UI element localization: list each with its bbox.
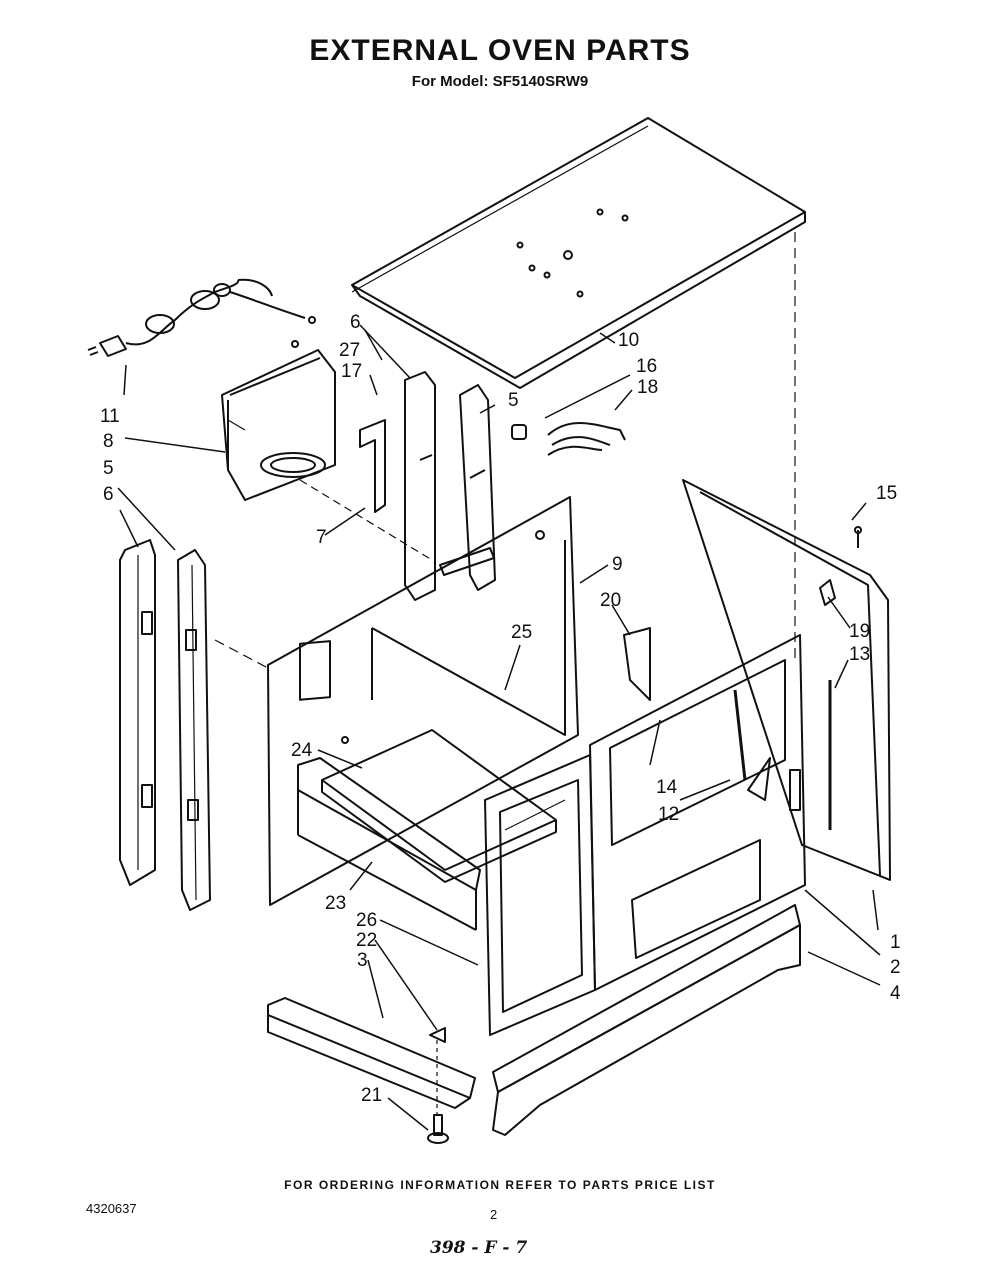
callout-8: 8 xyxy=(103,431,114,452)
leveling-leg-part xyxy=(427,1027,449,1144)
callout-9: 9 xyxy=(612,554,623,575)
callout-15: 15 xyxy=(876,483,897,504)
callout-3: 3 xyxy=(357,950,368,971)
front-channel-part xyxy=(297,757,481,931)
callout-17: 17 xyxy=(341,361,362,382)
switch-and-wire-parts xyxy=(511,422,626,456)
page-title: EXTERNAL OVEN PARTS xyxy=(309,34,691,67)
callout-labels: 1 2 3 4 5 5 6 6 7 8 9 10 11 12 13 14 15 … xyxy=(100,312,901,1106)
callout-4: 4 xyxy=(890,983,901,1004)
callout-6-left: 6 xyxy=(103,484,114,505)
callout-10: 10 xyxy=(618,330,639,351)
document-number: 4320637 xyxy=(86,1201,137,1216)
callout-2: 2 xyxy=(890,957,901,978)
page-number: 2 xyxy=(490,1207,498,1222)
callout-11: 11 xyxy=(100,406,120,427)
callout-13: 13 xyxy=(849,644,870,665)
leader-lines xyxy=(117,324,881,1131)
callout-5-upper: 5 xyxy=(508,390,519,411)
small-bracket-part xyxy=(623,627,651,701)
callout-27: 27 xyxy=(339,340,360,361)
upper-side-rail-parts xyxy=(404,371,496,601)
callout-22: 22 xyxy=(356,930,377,951)
callout-1: 1 xyxy=(890,932,901,953)
callout-14: 14 xyxy=(656,777,678,798)
right-side-panel-part xyxy=(589,634,806,991)
front-frame-part xyxy=(484,754,596,1036)
callout-24: 24 xyxy=(291,740,313,761)
screw-part xyxy=(854,526,862,548)
callout-20: 20 xyxy=(600,590,621,611)
front-base-rail-part xyxy=(492,904,801,1136)
callout-26: 26 xyxy=(356,910,377,931)
callout-19: 19 xyxy=(849,621,870,642)
callout-5-left: 5 xyxy=(103,458,114,479)
left-side-panel-part xyxy=(267,496,579,906)
callout-21: 21 xyxy=(361,1085,382,1106)
left-base-rail-part xyxy=(267,997,476,1109)
oven-bottom-part xyxy=(321,729,557,883)
left-side-rail-parts xyxy=(119,539,269,911)
handwritten-code: 398 - F - 7 xyxy=(430,1238,528,1258)
bracket-part xyxy=(299,419,433,561)
callout-6-upper: 6 xyxy=(350,312,361,333)
power-cord-part xyxy=(87,278,316,357)
callout-18: 18 xyxy=(637,377,658,398)
callout-23: 23 xyxy=(325,893,346,914)
top-panel-part xyxy=(351,117,806,660)
callout-16: 16 xyxy=(636,356,657,377)
control-housing-part xyxy=(221,349,336,501)
ordering-note: FOR ORDERING INFORMATION REFER TO PARTS … xyxy=(284,1178,716,1192)
callout-7: 7 xyxy=(316,527,327,548)
callout-12: 12 xyxy=(658,804,679,825)
callout-25: 25 xyxy=(511,622,532,643)
right-rear-panel-part xyxy=(682,479,891,881)
model-subtitle: For Model: SF5140SRW9 xyxy=(411,73,589,90)
